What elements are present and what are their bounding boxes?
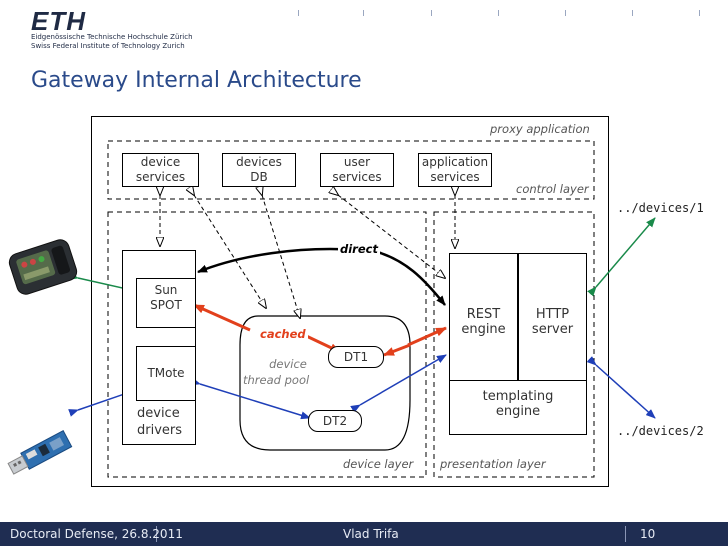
device-drivers-label: device drivers [137,405,182,439]
sun-spot-device-image [8,239,78,295]
device-layer-box [107,211,427,478]
header-divider [632,10,633,16]
header-divider [699,10,700,16]
control-layer-label: control layer [516,182,589,196]
device-services-line2: services [135,170,186,184]
direct-arrow-right [369,248,446,306]
http-server-line2: server [531,322,574,337]
arrow-device-services-pool [194,195,266,308]
tmote-usb-device-image [7,430,73,475]
arrow-user-services-rest [338,195,445,278]
page-number: 10 [640,527,656,541]
tmote-box: TMote [136,346,196,401]
device-services-line1: device [140,155,181,169]
http-server-box: HTTP server [518,253,587,381]
sun-spot-box: Sun SPOT [136,278,196,328]
devices-db-box: devices DB [222,153,296,187]
direct-label: direct [338,242,380,256]
institution-name-de: Eidgenössische Technische Hochschule Zür… [31,33,193,41]
presentation-layer-box [433,211,595,478]
header-divider [565,10,566,16]
rest-engine-line1: REST [466,307,501,322]
user-services-box: user services [320,153,394,187]
device-layer-label: device layer [343,457,414,471]
slide-title: Gateway Internal Architecture [31,68,362,93]
dt2-rest-arrow [350,354,447,413]
footer-author: Vlad Trifa [343,527,399,541]
thread-pool-line2: thread pool [243,373,310,387]
devices-2-url: ../devices/2 [617,424,704,438]
footer-divider [625,526,626,542]
cached-label: cached [258,327,308,341]
dt2-box: DT2 [308,410,362,432]
thread-pool-line1: device [269,357,307,371]
devices-db-line2: DB [250,170,268,184]
device-drivers-line1: device [137,406,180,421]
tmote-label: TMote [147,366,185,380]
header-divider [431,10,432,16]
device-services-box: device services [122,153,199,187]
templating-engine-line2: engine [495,404,541,419]
dt1-box: DT1 [328,346,384,368]
devices-db-line1: devices [236,155,282,169]
dt2-label: DT2 [322,414,348,428]
user-services-line2: services [332,170,382,184]
presentation-layer-label: presentation layer [440,457,546,471]
dt1-label: DT1 [343,350,369,364]
header-divider [498,10,499,16]
eth-logo: ETH [31,6,86,36]
device-drivers-line2: drivers [137,423,183,438]
footer-divider [156,526,157,542]
footer-event: Doctoral Defense, 26.8.2011 [10,527,183,541]
devices-1-url: ../devices/1 [617,201,704,215]
sun-spot-line2: SPOT [150,298,182,312]
footer-bar [0,522,728,546]
rest-engine-box: REST engine [449,253,518,381]
dt1-rest-arrow-left [383,343,411,357]
rest-engine-line2: engine [461,322,506,337]
http-devices2-arrow [586,356,656,419]
user-services-line1: user [343,155,371,169]
http-server-line1: HTTP [535,307,570,322]
cached-arrow-spot [193,303,251,332]
templating-engine-label: templating engine [449,389,587,419]
dt1-rest-arrow-right [407,326,447,347]
templating-engine-line1: templating [482,389,554,404]
proxy-application-label: proxy application [490,122,590,136]
header-divider [298,10,299,16]
tmote-dt2-arrow [190,377,311,420]
arrow-devices-db-pool [262,195,300,318]
header-divider [363,10,364,16]
institution-name-en: Swiss Federal Institute of Technology Zu… [31,42,185,50]
application-services-box: application services [418,153,492,187]
sun-spot-line1: Sun [154,283,178,297]
http-devices1-arrow [587,217,656,297]
application-services-line1: application [421,155,489,169]
application-services-line2: services [430,170,480,184]
direct-arrow-left [197,247,359,274]
